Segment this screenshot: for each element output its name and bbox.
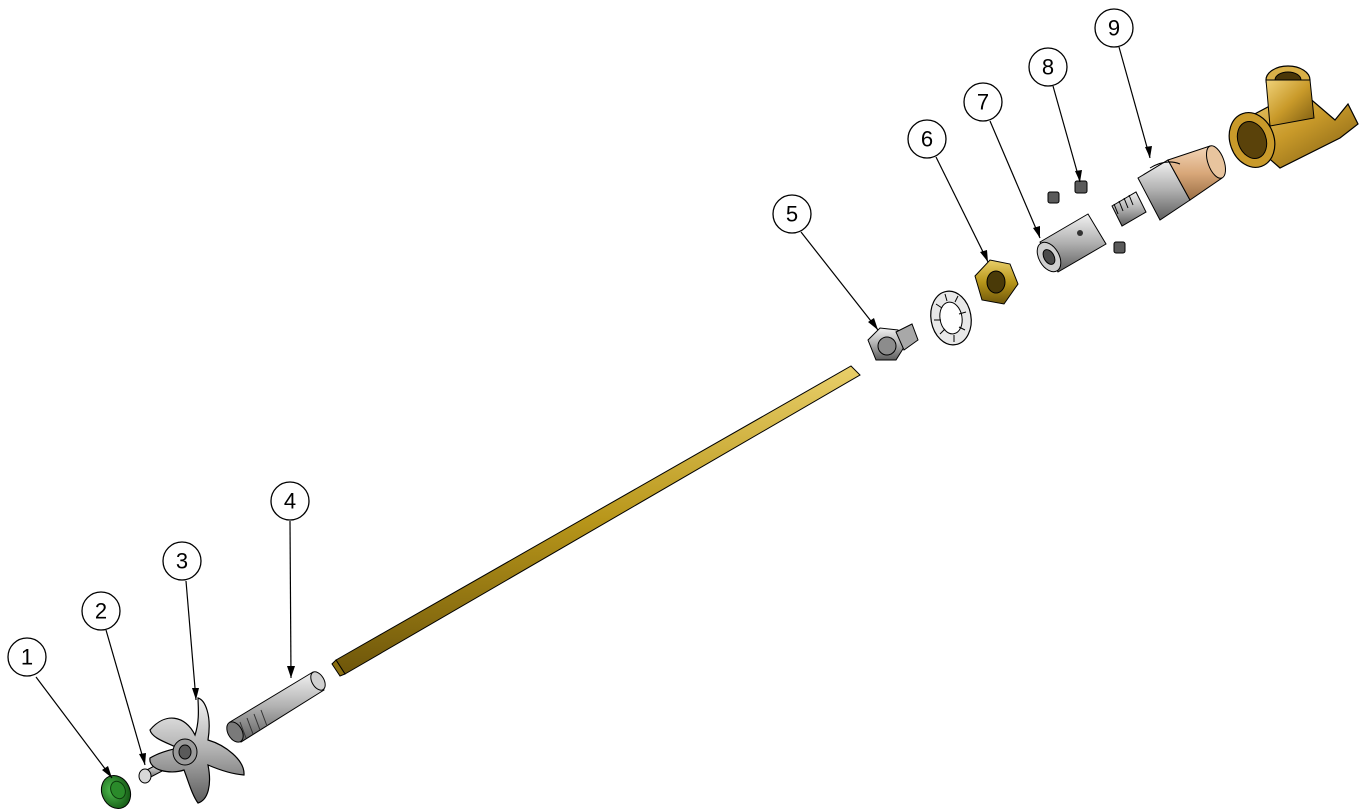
balloon-1-circle [7,637,47,677]
leader-line-8 [1052,85,1081,183]
part-8-set-screws [1047,180,1126,254]
part-1-index-cap [100,774,132,810]
leader-line-5 [800,231,879,331]
balloon-3: 3 [162,541,202,701]
part-7-coupling [1036,213,1107,273]
balloon-8-circle [1028,47,1068,87]
balloon-9-circle [1094,8,1134,48]
part-4-sleeve [226,671,326,743]
part-6-locknut [974,259,1019,305]
lock-washer [930,290,972,346]
balloon-6: 6 [907,119,989,263]
balloon-5: 5 [772,194,879,331]
balloon-5-circle [772,194,812,234]
leader-line-4 [289,520,292,679]
leader-line-9 [1118,46,1151,159]
arrowheads [102,146,1152,778]
part-3-handle [149,697,245,804]
balloon-1-label: 1 [21,645,33,670]
leader-line-6 [935,156,989,263]
leader-line-7 [989,120,1041,239]
balloon-4-circle [270,481,310,521]
balloon-4-label: 4 [284,489,296,514]
balloon-8-label: 8 [1042,55,1054,80]
balloon-5-label: 5 [786,202,798,227]
extension-rod [331,365,861,677]
balloon-3-circle [162,541,202,581]
leader-line-3 [185,580,197,701]
balloon-3-label: 3 [176,549,188,574]
balloon-4: 4 [270,481,310,679]
balloon-1: 1 [7,637,113,779]
balloon-6-circle [907,119,947,159]
balloon-8: 8 [1028,47,1081,183]
balloon-2: 2 [81,591,146,766]
balloon-7: 7 [963,82,1041,239]
part-5-bushing [867,323,919,361]
leader-line-1 [35,676,113,779]
balloon-7-label: 7 [977,90,989,115]
balloon-6-label: 6 [921,127,933,152]
part-9-cartridge [1111,145,1227,227]
balloon-7-circle [963,82,1003,122]
balloon-2-circle [81,591,121,631]
balloon-9: 9 [1094,8,1151,159]
balloon-9-label: 9 [1108,16,1120,41]
leader-line-2 [105,629,146,766]
valve-body [1228,65,1359,169]
balloon-2-label: 2 [95,599,107,624]
